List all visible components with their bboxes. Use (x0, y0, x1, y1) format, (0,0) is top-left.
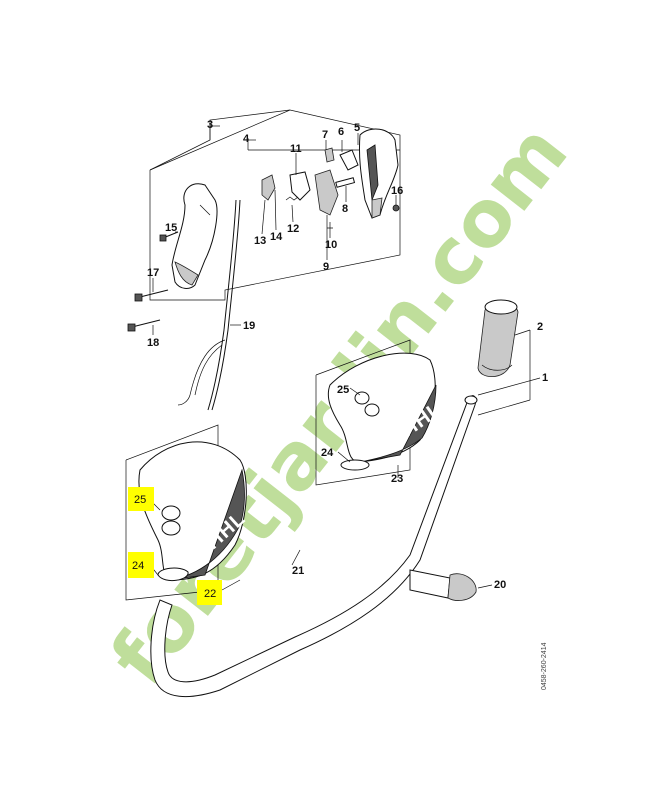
tube-clamp (409, 569, 477, 601)
part-label-15: 15 (165, 222, 177, 234)
part-label-19: 19 (243, 320, 255, 332)
part-label-24-upper: 24 (321, 447, 334, 459)
part-label-25-upper: 25 (337, 384, 349, 396)
reference-code: 0458-260-2414 (541, 642, 548, 690)
part-label-11: 11 (290, 143, 302, 155)
control-handle-right-half (358, 128, 399, 219)
leader-lines (149, 125, 541, 591)
highlight-24 (128, 552, 154, 578)
part-labels: 3 4 7 6 5 11 16 8 10 9 13 14 12 15 17 18… (147, 119, 548, 591)
part-label-21: 21 (292, 565, 304, 577)
highlight-label-22: 22 (204, 588, 216, 600)
part-label-12: 12 (287, 223, 299, 235)
part-label-23: 23 (391, 473, 403, 485)
highlight-22 (197, 580, 222, 605)
part-label-1: 1 (542, 372, 548, 384)
part-label-13: 13 (254, 235, 266, 247)
screws (127, 231, 179, 332)
part-label-14: 14 (270, 231, 283, 243)
highlight-label-24: 24 (132, 560, 144, 572)
part-label-4: 4 (243, 133, 250, 145)
part-label-3: 3 (207, 119, 213, 131)
part-label-16: 16 (391, 185, 403, 197)
part-label-20: 20 (494, 579, 506, 591)
throttle-cable (177, 199, 241, 411)
highlight-label-25: 25 (134, 494, 146, 506)
part-label-10: 10 (325, 239, 337, 251)
part-label-7: 7 (322, 129, 328, 141)
part-label-18: 18 (147, 337, 159, 349)
highlighted-labels: 25 24 22 (128, 487, 222, 605)
loop-handle-tube (150, 395, 478, 698)
part-label-8: 8 (342, 203, 348, 215)
part-label-5: 5 (354, 122, 360, 134)
throttle-trigger-parts (261, 147, 400, 229)
part-label-9: 9 (323, 261, 329, 273)
part-label-2: 2 (537, 321, 543, 333)
handle-grip (477, 299, 519, 378)
control-handle-left-half (171, 183, 218, 289)
highlight-25 (128, 487, 154, 511)
part-label-17: 17 (147, 267, 159, 279)
part-label-6: 6 (338, 126, 344, 138)
